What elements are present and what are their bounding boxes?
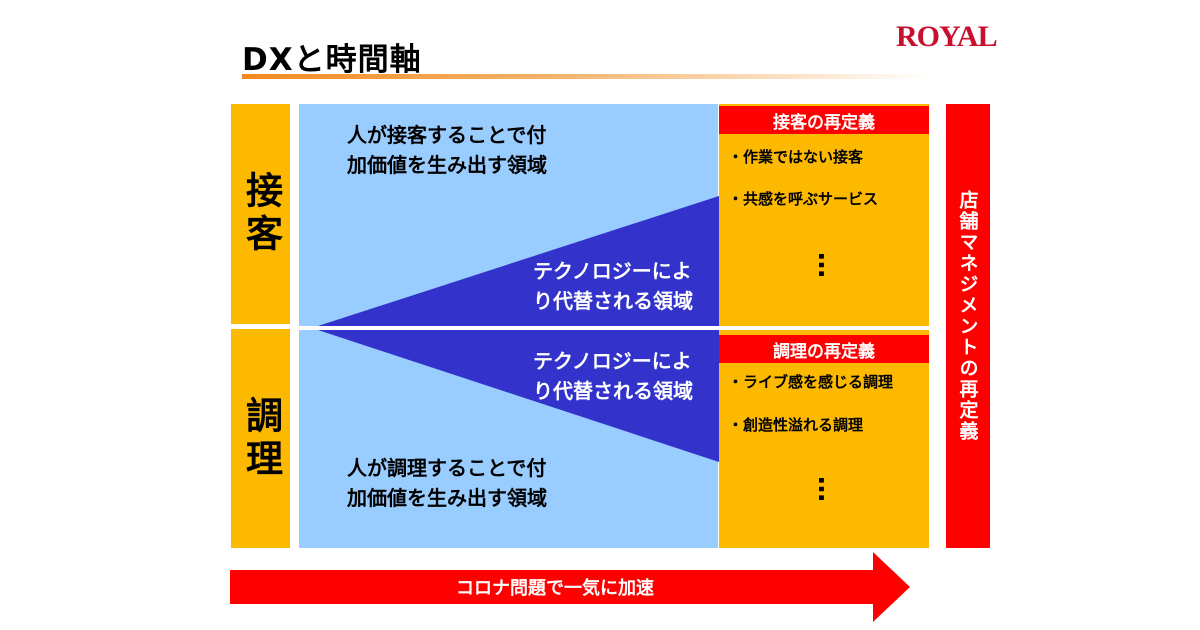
store-management-text: 店舗マネジメントの再定義 (956, 190, 979, 442)
store-management-bar: 店舗マネジメントの再定義 (946, 104, 990, 548)
ellipsis-top: … (812, 252, 842, 278)
page-title: DXと時間軸 (242, 42, 422, 78)
tech-wedge-top (318, 196, 719, 326)
label-customer-service: 接客 (231, 104, 290, 324)
redefine-item-bottom-1: ・ライブ感を感じる調理 (728, 373, 894, 391)
human-area-bottom-text: 人が調理することで付 加価値を生み出す領域 (347, 456, 547, 510)
royal-logo: ROYAL (896, 20, 998, 53)
redefine-title-bottom: 調理の再定義 (719, 335, 929, 363)
human-area-top-text: 人が接客することで付 加価値を生み出す領域 (347, 123, 547, 177)
label-customer-service-text: 接客 (239, 171, 283, 257)
label-cooking-text: 調理 (239, 395, 283, 482)
redefine-box-top (719, 104, 929, 326)
redefine-item-top-1: ・作業ではない接客 (728, 148, 864, 166)
arrow-shape (230, 552, 910, 622)
redefine-box-bottom (719, 330, 929, 548)
ellipsis-bottom: … (812, 476, 842, 502)
tech-area-top-text: テクノロジーによ り代替される領域 (533, 259, 693, 313)
arrow-label: コロナ問題で一気に加速 (456, 578, 654, 599)
title-underline (242, 74, 932, 79)
tech-wedge-bottom (318, 330, 719, 462)
redefine-item-bottom-2: ・創造性溢れる調理 (728, 416, 864, 434)
redefine-item-top-2: ・共感を呼ぶサービス (728, 190, 879, 208)
redefine-title-top: 接客の再定義 (719, 106, 929, 134)
tech-area-bottom-text: テクノロジーによ り代替される領域 (533, 349, 693, 403)
label-cooking: 調理 (231, 329, 290, 548)
